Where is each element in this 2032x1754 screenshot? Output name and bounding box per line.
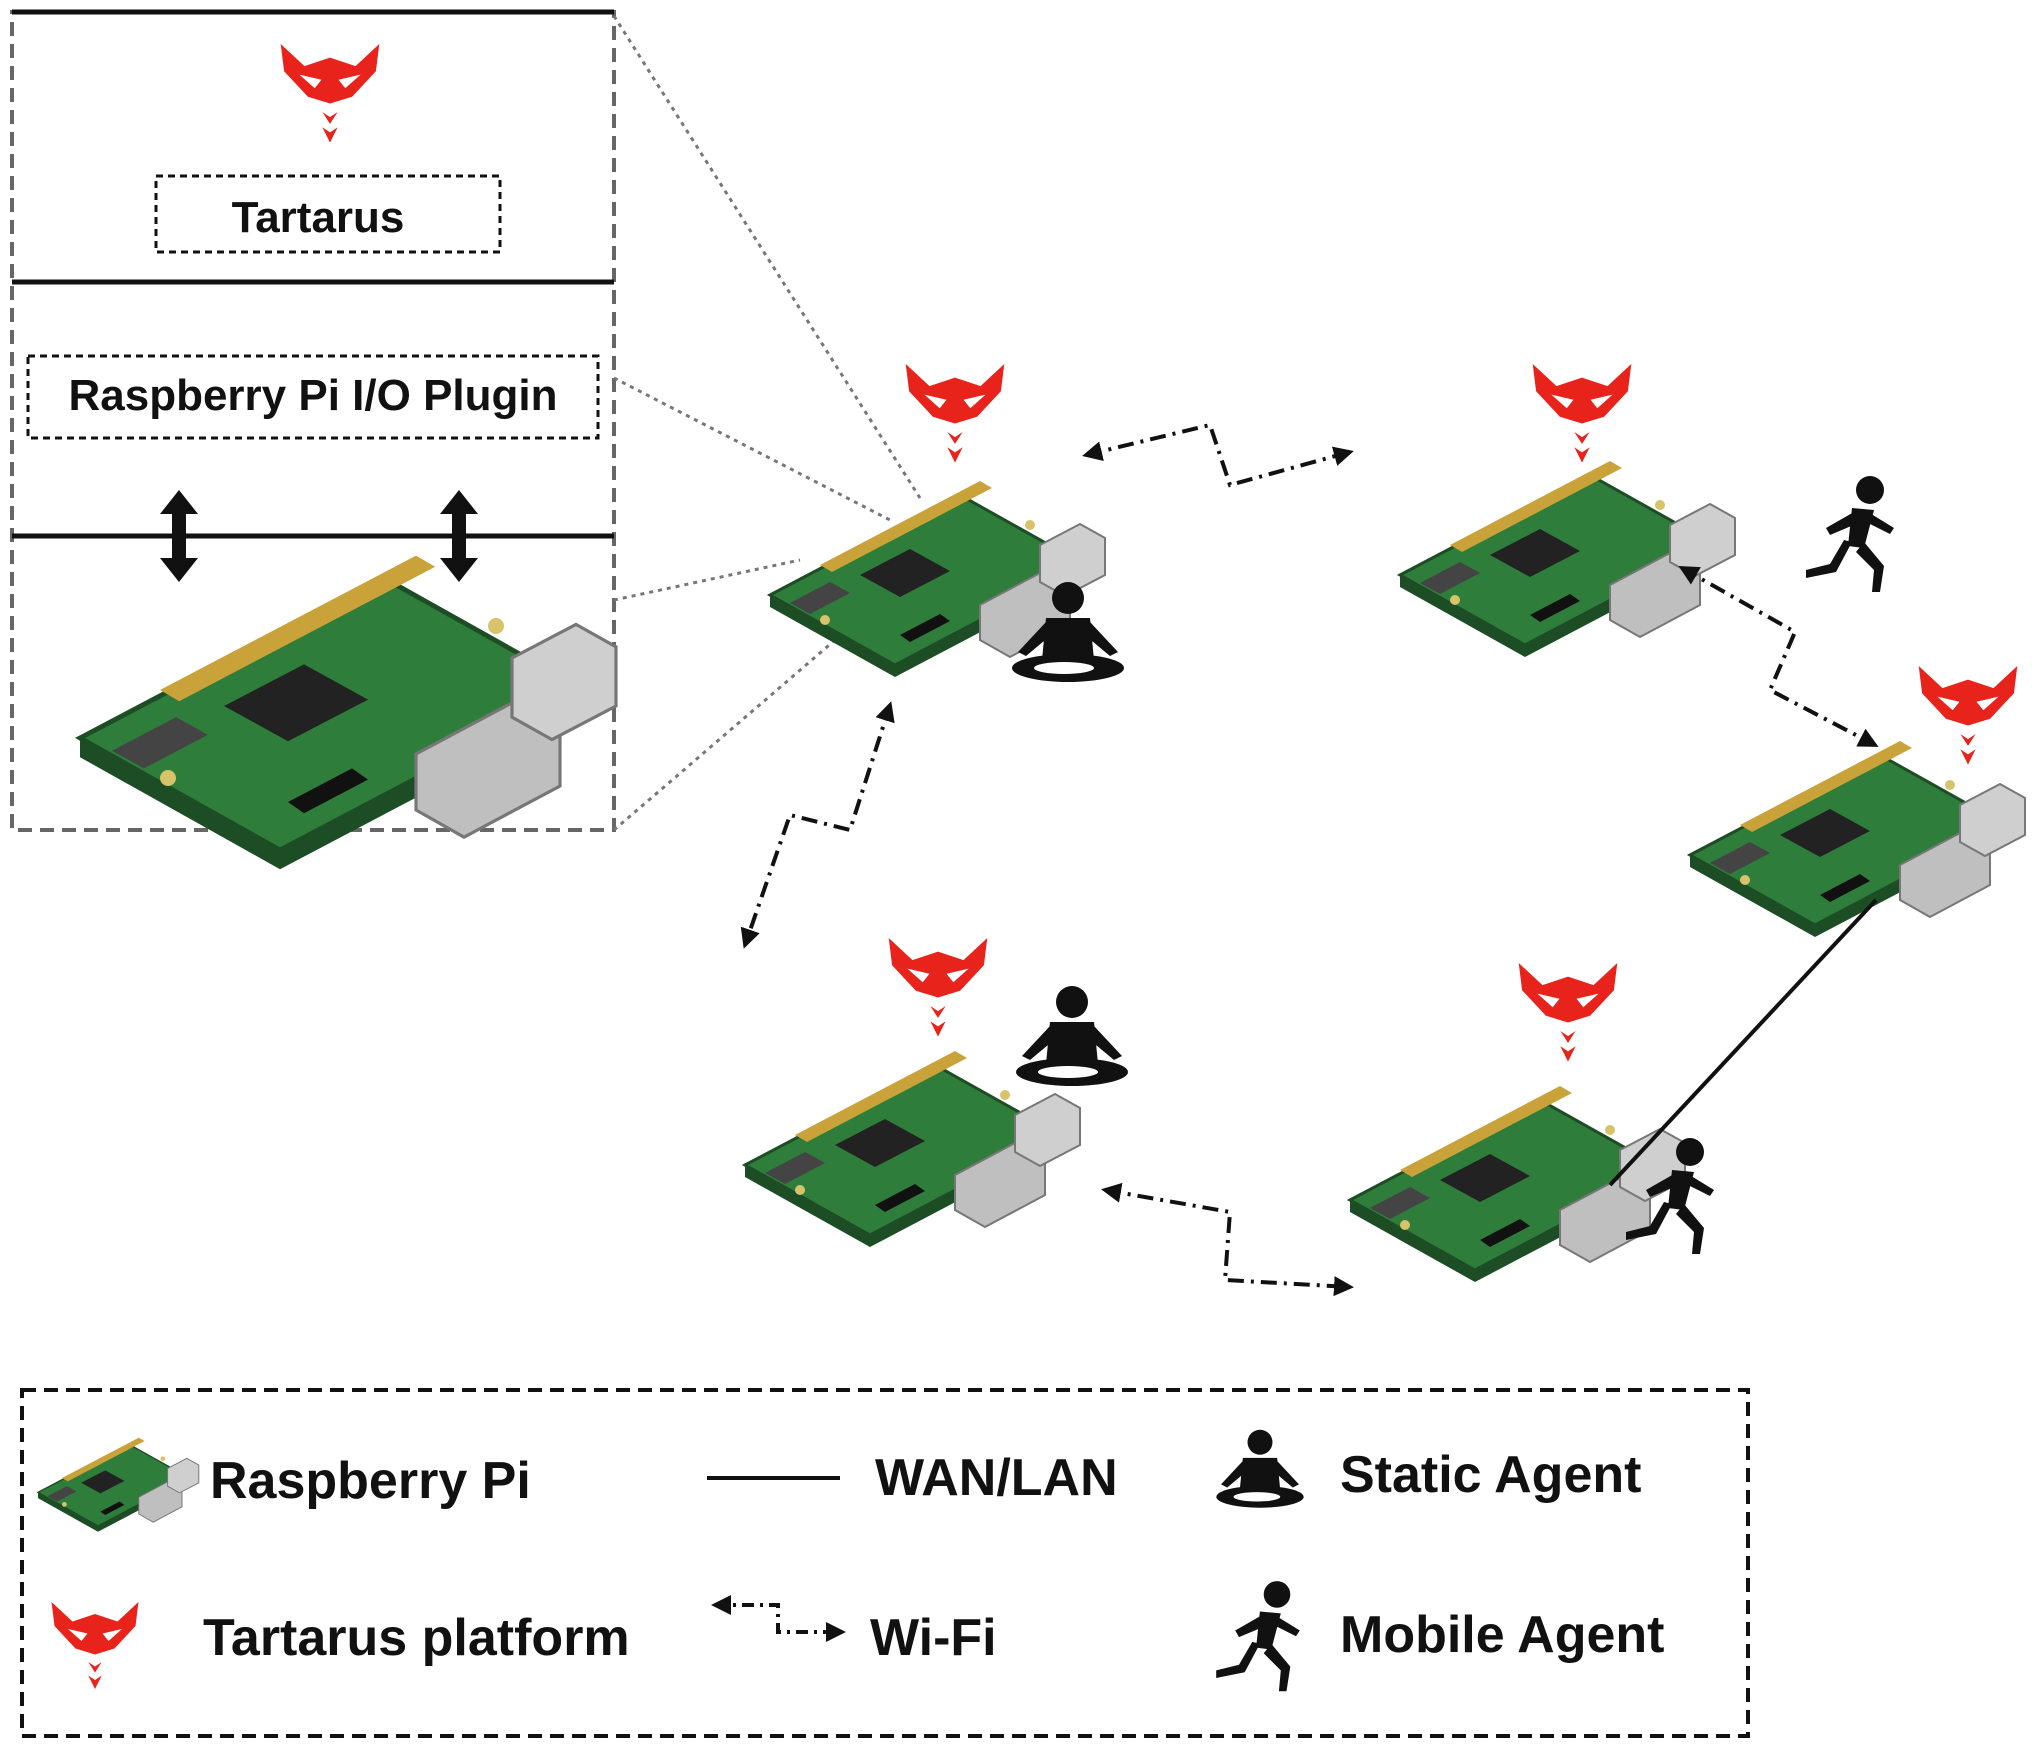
legend-tartarus-logo <box>51 1602 139 1689</box>
node-a <box>768 364 1124 682</box>
node-d <box>743 938 1128 1249</box>
static-agent-icon <box>1016 986 1128 1086</box>
inset-raspberry-pi <box>80 556 616 870</box>
legend-wifi-label: Wi-Fi <box>870 1609 997 1667</box>
plugin-label: Raspberry Pi I/O Plugin <box>68 371 557 420</box>
node-b <box>1398 364 1894 659</box>
legend-tartarus-platform-label: Tartarus platform <box>203 1609 630 1667</box>
tartarus-logo <box>1532 364 1632 463</box>
mobile-agent-icon <box>1806 476 1894 592</box>
tartarus-logo <box>888 938 988 1037</box>
raspberry-pi <box>1348 1084 1687 1284</box>
tartarus-label: Tartarus <box>232 193 405 242</box>
wifi-link-a-d <box>740 701 895 949</box>
legend-raspberry-pi-label: Raspberry Pi <box>210 1452 531 1510</box>
io-double-arrow-right <box>440 490 478 582</box>
legend-wifi-arrow <box>711 1595 846 1642</box>
node-e <box>1348 963 1714 1284</box>
inset-tartarus-logo <box>280 44 380 143</box>
wifi-link-a-b <box>1082 422 1354 488</box>
wan-lan-link <box>1608 898 1878 1187</box>
raspberry-pi <box>1398 459 1737 659</box>
wifi-link-b-c <box>1678 566 1879 747</box>
legend: Raspberry Pi WAN/LAN Static Agent Tartar… <box>20 1388 1750 1738</box>
tartarus-logo <box>1918 666 2018 765</box>
node-detail-inset: Tartarus Raspberry Pi I/O Plugin <box>10 9 616 870</box>
tartarus-label-box <box>154 174 502 254</box>
tartarus-logo <box>1518 963 1618 1062</box>
legend-wan-lan-label: WAN/LAN <box>875 1449 1118 1507</box>
zoom-connector-lines <box>612 15 922 832</box>
legend-mobile-agent-label: Mobile Agent <box>1340 1606 1665 1664</box>
wifi-link-d-e <box>1101 1182 1354 1297</box>
legend-raspberry-pi-icon <box>37 1436 200 1533</box>
tartarus-logo <box>905 364 1005 463</box>
legend-static-agent-label: Static Agent <box>1340 1446 1641 1504</box>
io-double-arrow-left <box>160 490 198 582</box>
plugin-label-box <box>26 354 600 440</box>
raspberry-pi <box>1688 739 2027 939</box>
legend-mobile-agent-icon <box>1216 1581 1300 1692</box>
node-c <box>1688 666 2027 939</box>
legend-frame <box>20 1388 1750 1738</box>
legend-static-agent-icon <box>1216 1429 1304 1508</box>
